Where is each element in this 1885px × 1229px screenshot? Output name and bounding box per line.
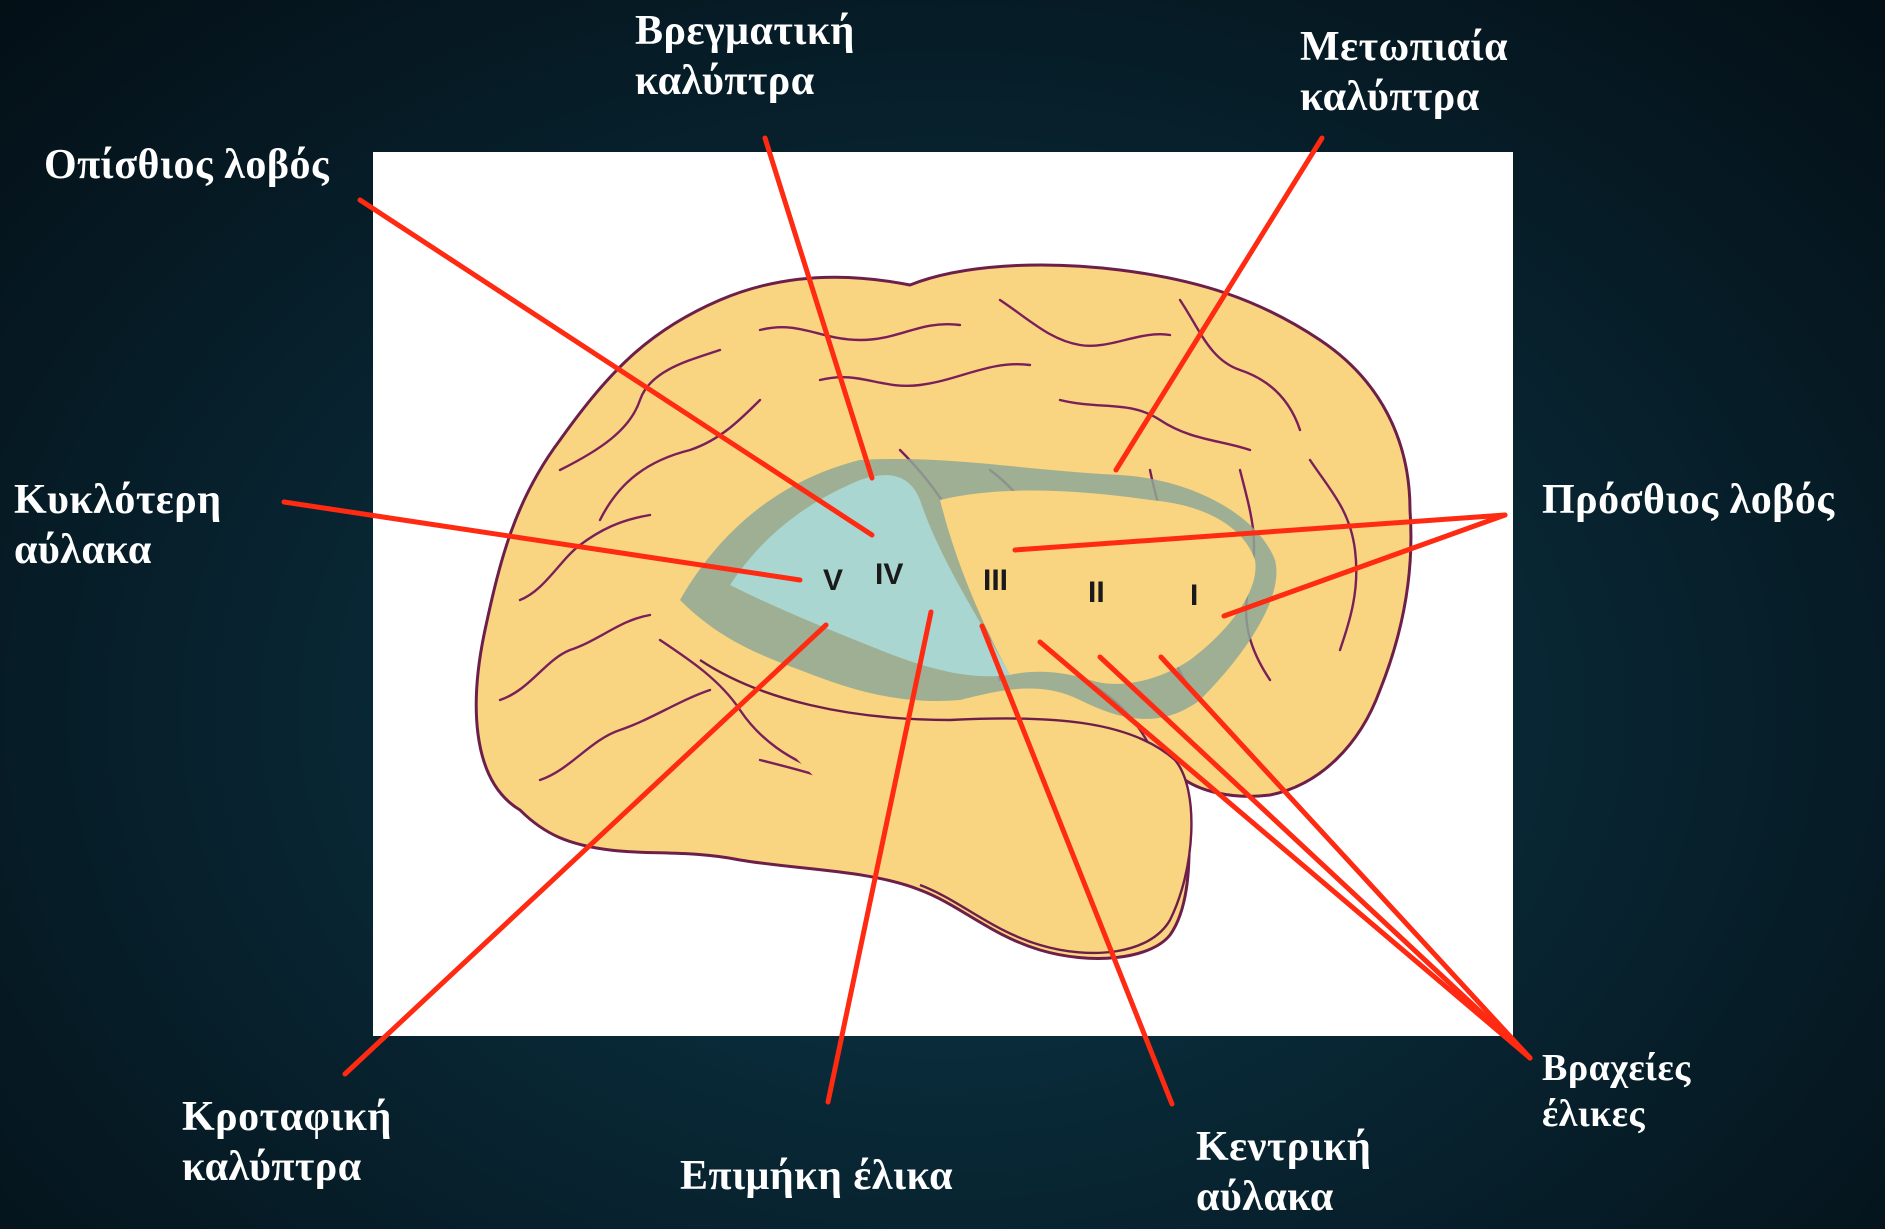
label-posterior-lobe: Οπίσθιος λοβός — [44, 140, 329, 190]
numeral-iii: III — [983, 564, 1008, 597]
label-frontal-operculum: Μετωπιαία καλύπτρα — [1300, 22, 1508, 123]
label-short-gyri: Βραχείες έλικες — [1542, 1046, 1691, 1137]
label-long-gyrus: Επιμήκη έλικα — [680, 1151, 953, 1201]
label-central-sulcus: Κεντρική αύλακα — [1196, 1122, 1371, 1223]
label-anterior-lobe: Πρόσθιος λοβός — [1542, 475, 1835, 525]
numeral-ii: II — [1088, 576, 1105, 609]
label-temporal-operculum: Κροταφική καλύπτρα — [182, 1092, 392, 1193]
numeral-v: V — [823, 564, 843, 597]
label-circular-sulcus: Κυκλότερη αύλακα — [14, 475, 222, 576]
label-parietal-operculum: Βρεγματική καλύπτρα — [635, 6, 855, 107]
numeral-iv: IV — [875, 558, 903, 591]
numeral-i: I — [1190, 579, 1198, 612]
